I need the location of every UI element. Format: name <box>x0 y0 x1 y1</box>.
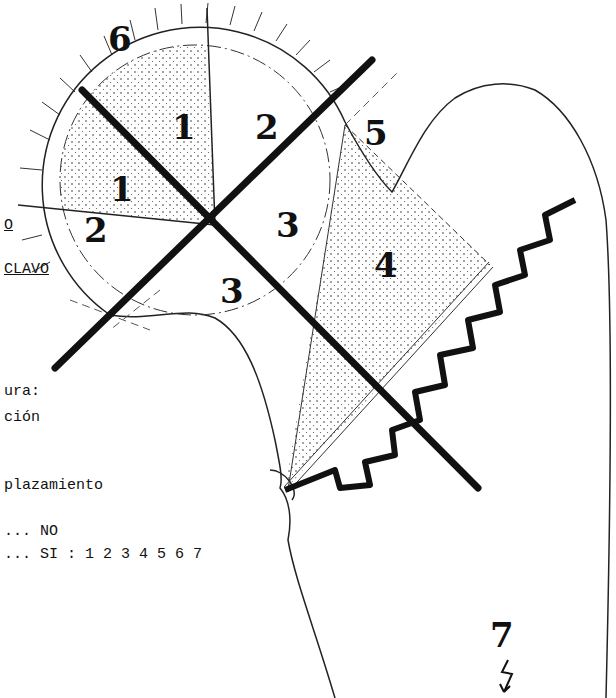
zone-number: 3 <box>220 274 244 308</box>
zone-number: 2 <box>84 213 108 247</box>
fracture-line <box>285 200 575 490</box>
form-text: O <box>4 218 13 233</box>
axis-line <box>55 60 372 368</box>
zone-number: 1 <box>172 110 196 144</box>
form-text: ... NO <box>4 524 58 539</box>
stipple-zone <box>285 125 490 490</box>
form-text: ura: <box>4 384 40 399</box>
form-text: CLAVO <box>4 262 49 277</box>
zone-number: 7 <box>490 618 514 652</box>
zone-number: 1 <box>110 172 134 206</box>
inner-contour <box>60 45 330 315</box>
zone-number: 6 <box>108 22 132 56</box>
zone-number: 2 <box>255 110 279 144</box>
zone-number: 4 <box>374 248 398 282</box>
form-text: plazamiento <box>4 478 103 493</box>
lightning-arrow <box>500 660 512 692</box>
zone-number: 3 <box>276 208 300 242</box>
form-text: ción <box>4 410 40 425</box>
form-text: ... SI : 1 2 3 4 5 6 7 <box>4 547 202 562</box>
zone-number: 5 <box>364 116 388 150</box>
hatching <box>20 3 348 272</box>
